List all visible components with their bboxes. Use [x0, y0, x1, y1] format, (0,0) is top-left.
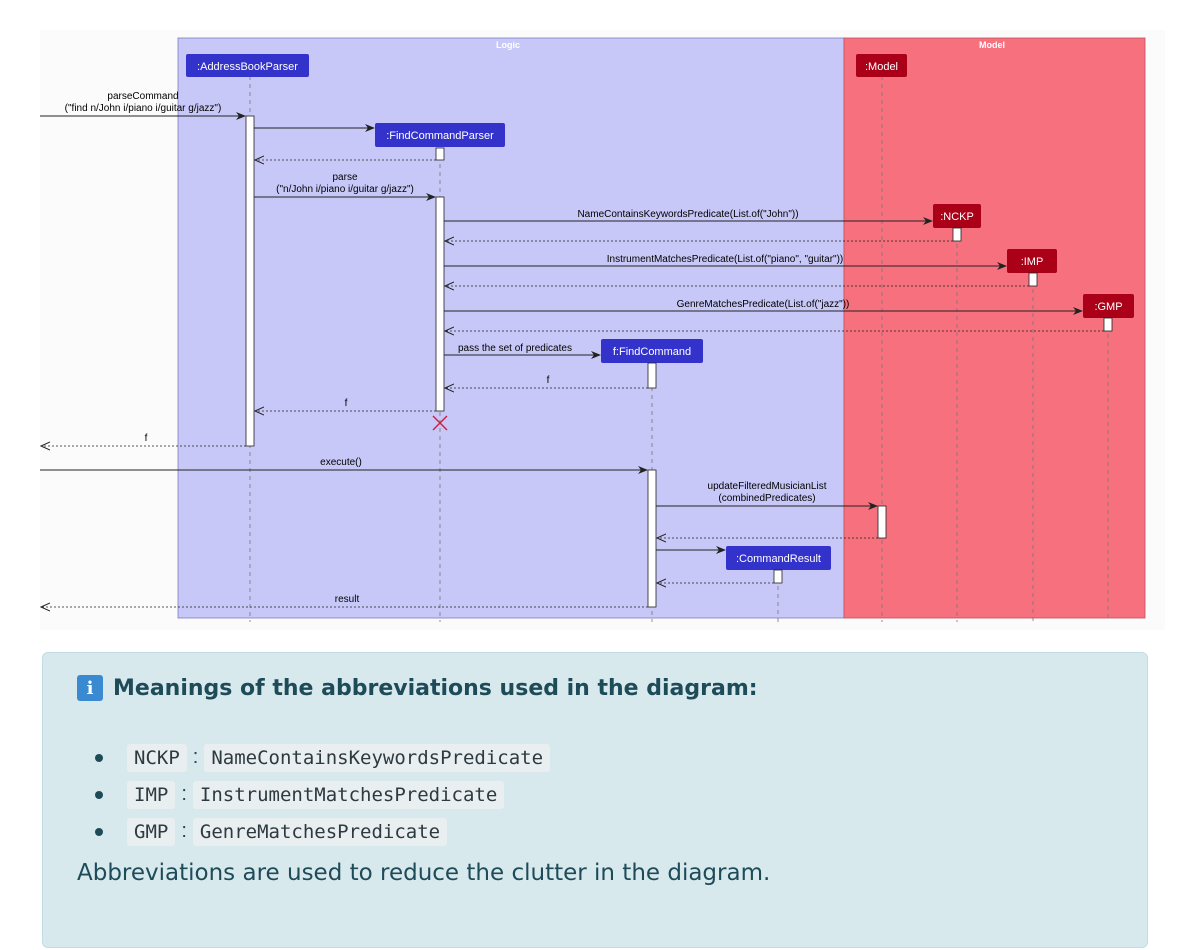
- bullet: [95, 790, 103, 799]
- participant-gmp: :GMP: [1083, 294, 1134, 318]
- svg-text::IMP: :IMP: [1021, 256, 1044, 268]
- model-group-label: Model: [979, 40, 1005, 50]
- abbr-full-code: InstrumentMatchesPredicate: [192, 780, 505, 809]
- svg-text::NCKP: :NCKP: [940, 211, 974, 223]
- msg-parse-args: ("n/John i/piano i/guitar g/jazz"): [276, 184, 414, 195]
- msg-execute: execute(): [320, 457, 362, 468]
- msg-nckp-create: NameContainsKeywordsPredicate(List.of("J…: [577, 209, 798, 220]
- msg-return-f-findcommand: f: [547, 375, 550, 386]
- activation-bars: [245, 115, 1113, 608]
- msg-update-list: updateFilteredMusicianList: [708, 481, 827, 492]
- participant-model: :Model: [856, 54, 907, 77]
- msg-parse-command: parseCommand: [107, 91, 178, 102]
- abbr-full-code: GenreMatchesPredicate: [192, 817, 448, 846]
- model-group: [843, 37, 1146, 619]
- participant-find-command: f:FindCommand: [601, 339, 703, 363]
- participant-find-command-parser: :FindCommandParser: [375, 123, 505, 147]
- logic-group: [177, 37, 845, 619]
- bullet: [95, 827, 103, 836]
- participant-imp: :IMP: [1007, 249, 1057, 273]
- participant-command-result: :CommandResult: [726, 546, 831, 570]
- svg-text::AddressBookParser: :AddressBookParser: [197, 61, 298, 73]
- svg-text::CommandResult: :CommandResult: [736, 553, 821, 565]
- msg-pass-predicates: pass the set of predicates: [458, 343, 572, 354]
- svg-text::Model: :Model: [865, 61, 898, 73]
- msg-result: result: [335, 594, 360, 605]
- abbr-code: GMP: [127, 817, 176, 846]
- abbr-code: NCKP: [127, 743, 187, 772]
- list-item: GMP : GenreMatchesPredicate: [95, 813, 550, 850]
- bullet: [95, 753, 103, 762]
- callout-note: Abbreviations are used to reduce the clu…: [77, 860, 771, 886]
- msg-update-list-args: (combinedPredicates): [718, 493, 815, 504]
- call-arrows: [40, 112, 1083, 554]
- callout-title-text: Meanings of the abbreviations used in th…: [113, 675, 758, 701]
- list-item: IMP : InstrumentMatchesPredicate: [95, 776, 550, 813]
- msg-parse: parse: [332, 172, 357, 183]
- abbr-separator: :: [192, 746, 199, 768]
- list-item: NCKP : NameContainsKeywordsPredicate: [95, 739, 551, 776]
- msg-return-f-addressbook: f: [145, 433, 148, 444]
- abbr-separator: :: [181, 783, 187, 805]
- svg-text::FindCommandParser: :FindCommandParser: [386, 130, 494, 142]
- destroy-icon: [432, 415, 448, 431]
- msg-gmp-create: GenreMatchesPredicate(List.of("jazz")): [677, 299, 850, 310]
- abbr-code: IMP: [127, 780, 176, 809]
- abbr-separator: :: [181, 820, 187, 842]
- sequence-diagram: Logic Model :AddressBookParser :Model :F…: [40, 30, 1165, 630]
- callout-title: i Meanings of the abbreviations used in …: [77, 675, 758, 701]
- svg-text::GMP: :GMP: [1094, 301, 1122, 313]
- abbr-full-code: NameContainsKeywordsPredicate: [204, 743, 551, 772]
- svg-text:f:FindCommand: f:FindCommand: [613, 346, 691, 358]
- abbreviation-list: NCKP : NameContainsKeywordsPredicate IMP…: [95, 739, 551, 850]
- msg-parse-command-args: ("find n/John i/piano i/guitar g/jazz"): [65, 103, 222, 114]
- msg-imp-create: InstrumentMatchesPredicate(List.of("pian…: [607, 254, 844, 265]
- participant-nckp: :NCKP: [933, 204, 981, 228]
- participant-address-book-parser: :AddressBookParser: [186, 54, 309, 77]
- sequence-diagram-svg: Logic Model :AddressBookParser :Model :F…: [40, 37, 1146, 622]
- return-arrows: [41, 160, 1104, 607]
- info-callout: i Meanings of the abbreviations used in …: [42, 652, 1148, 948]
- msg-return-f-parser: f: [345, 398, 348, 409]
- logic-group-label: Logic: [496, 40, 520, 50]
- info-icon: i: [77, 675, 103, 701]
